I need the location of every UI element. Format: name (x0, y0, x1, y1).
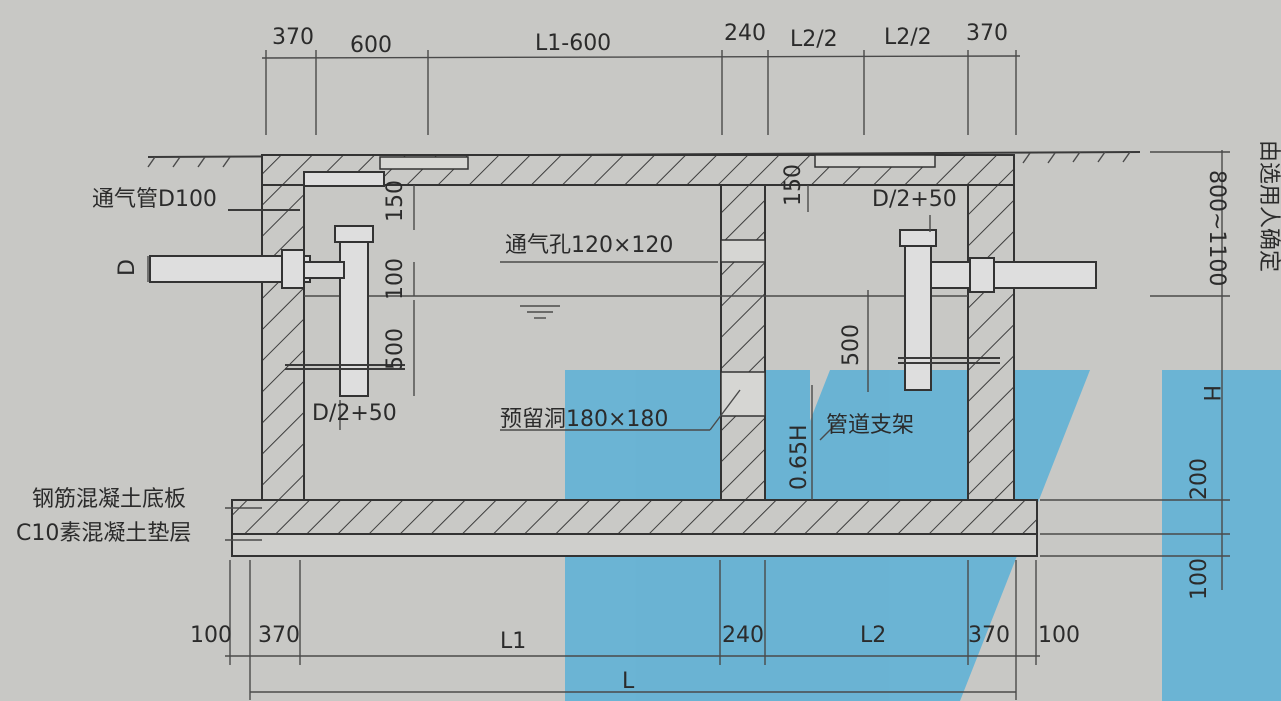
rc-base-slab (231, 499, 1038, 535)
top-dim-l2-half-a: L2/2 (790, 27, 838, 52)
reserved-hole (720, 371, 766, 417)
bottom-dim-370-right: 370 (968, 623, 1010, 648)
label-vent-hole: 通气孔120×120 (505, 233, 673, 258)
top-dim-l2-half-b: L2/2 (884, 25, 932, 50)
top-dim-l1-600: L1-600 (535, 31, 611, 56)
inner-dim-d2-50-right: D/2+50 (872, 187, 957, 212)
label-reserved-hole: 预留洞180×180 (500, 407, 668, 432)
bottom-dim-100-left: 100 (190, 623, 232, 648)
right-dimension-lines (1040, 150, 1230, 590)
top-dim-370-left: 370 (272, 25, 314, 50)
inlet-pipe (149, 225, 405, 397)
label-pipe-support: 管道支架 (826, 413, 914, 438)
inner-dim-500-left: 500 (383, 328, 408, 370)
inner-dim-150-left: 150 (383, 180, 408, 222)
inner-dim-065h: 0.65H (787, 424, 812, 490)
label-vent-pipe: 通气管D100 (92, 187, 217, 212)
bottom-dim-l2: L2 (860, 623, 886, 648)
inner-dim-500-right: 500 (839, 324, 864, 366)
right-dim-100: 100 (1187, 558, 1212, 600)
middle-wall (720, 184, 766, 501)
top-extension-lines (261, 50, 1021, 135)
right-dim-depth-note: 由选用人确定 (1256, 140, 1281, 272)
inner-dim-d2-50-left: D/2+50 (312, 401, 397, 426)
inner-dimension-lines (147, 185, 931, 500)
label-rc-slab: 钢筋混凝土底板 (32, 487, 186, 512)
label-c10-cushion: C10素混凝土垫层 (16, 521, 191, 546)
inner-dim-100: 100 (383, 258, 408, 300)
c10-cushion-layer (231, 533, 1038, 557)
leader-lines (225, 261, 841, 541)
right-dim-h: H (1198, 385, 1223, 402)
top-dim-370-right: 370 (966, 21, 1008, 46)
bottom-dim-l: L (622, 669, 635, 694)
outlet-pipe (898, 229, 1097, 391)
right-wall (967, 184, 1015, 501)
bottom-dim-370-left: 370 (258, 623, 300, 648)
inner-dim-d: D (115, 259, 140, 276)
left-wall (261, 184, 305, 501)
bottom-dim-100-right: 100 (1038, 623, 1080, 648)
top-dim-240: 240 (724, 21, 766, 46)
manhole-left (379, 156, 469, 170)
top-dim-600: 600 (350, 33, 392, 58)
manhole-right (814, 154, 936, 168)
vent-hole (720, 239, 766, 263)
bottom-dim-240: 240 (722, 623, 764, 648)
bottom-dimension-lines (225, 560, 1040, 700)
vent-pipe (228, 171, 385, 211)
bottom-dim-l1: L1 (500, 629, 526, 654)
inner-dim-150-right: 150 (781, 164, 806, 206)
right-dim-depth: 800~1100 (1204, 170, 1229, 286)
right-dim-200: 200 (1187, 458, 1212, 500)
